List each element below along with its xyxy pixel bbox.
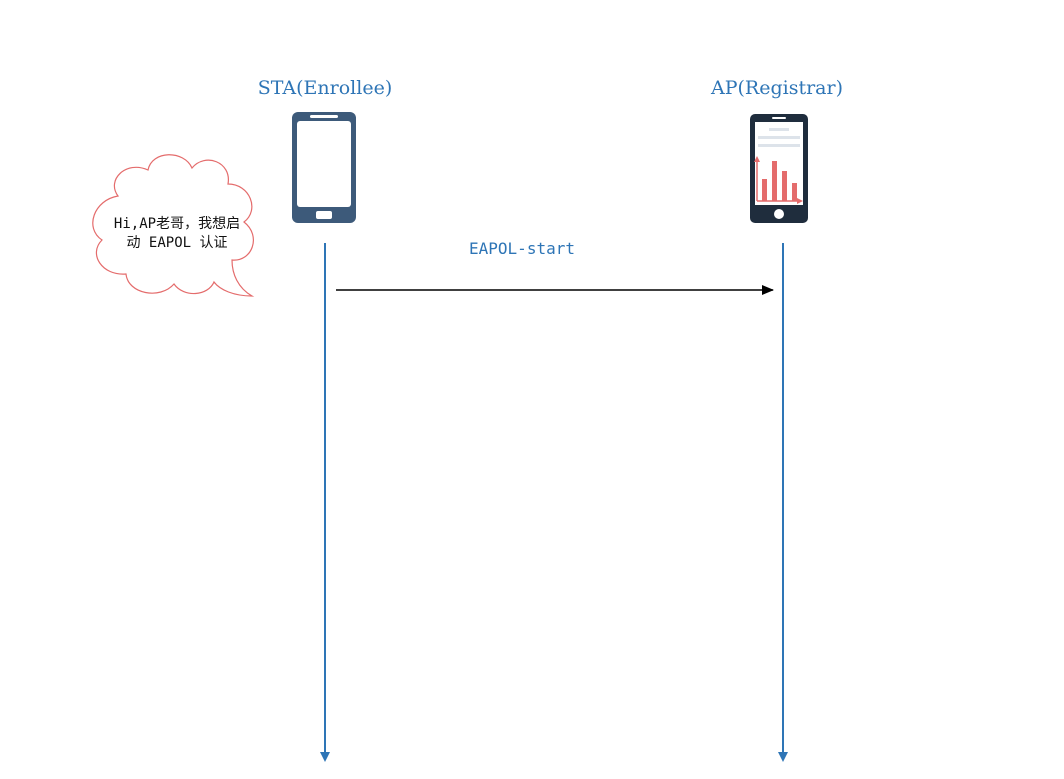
sta-actor-label: STA(Enrollee) bbox=[258, 77, 392, 99]
cloud-bubble-shape bbox=[92, 154, 255, 297]
speech-bubble-line-1: Hi,AP老哥，我想启 bbox=[114, 216, 240, 232]
ap-actor-label: AP(Registrar) bbox=[710, 77, 843, 99]
speech-bubble: Hi,AP老哥，我想启 动 EAPOL 认证 bbox=[92, 154, 255, 297]
speech-bubble-line-2: 动 EAPOL 认证 bbox=[126, 235, 227, 251]
smartphone-icon bbox=[292, 112, 356, 223]
eapol-start-message-label: EAPOL-start bbox=[469, 239, 575, 258]
smartphone-chart-icon bbox=[750, 114, 808, 223]
